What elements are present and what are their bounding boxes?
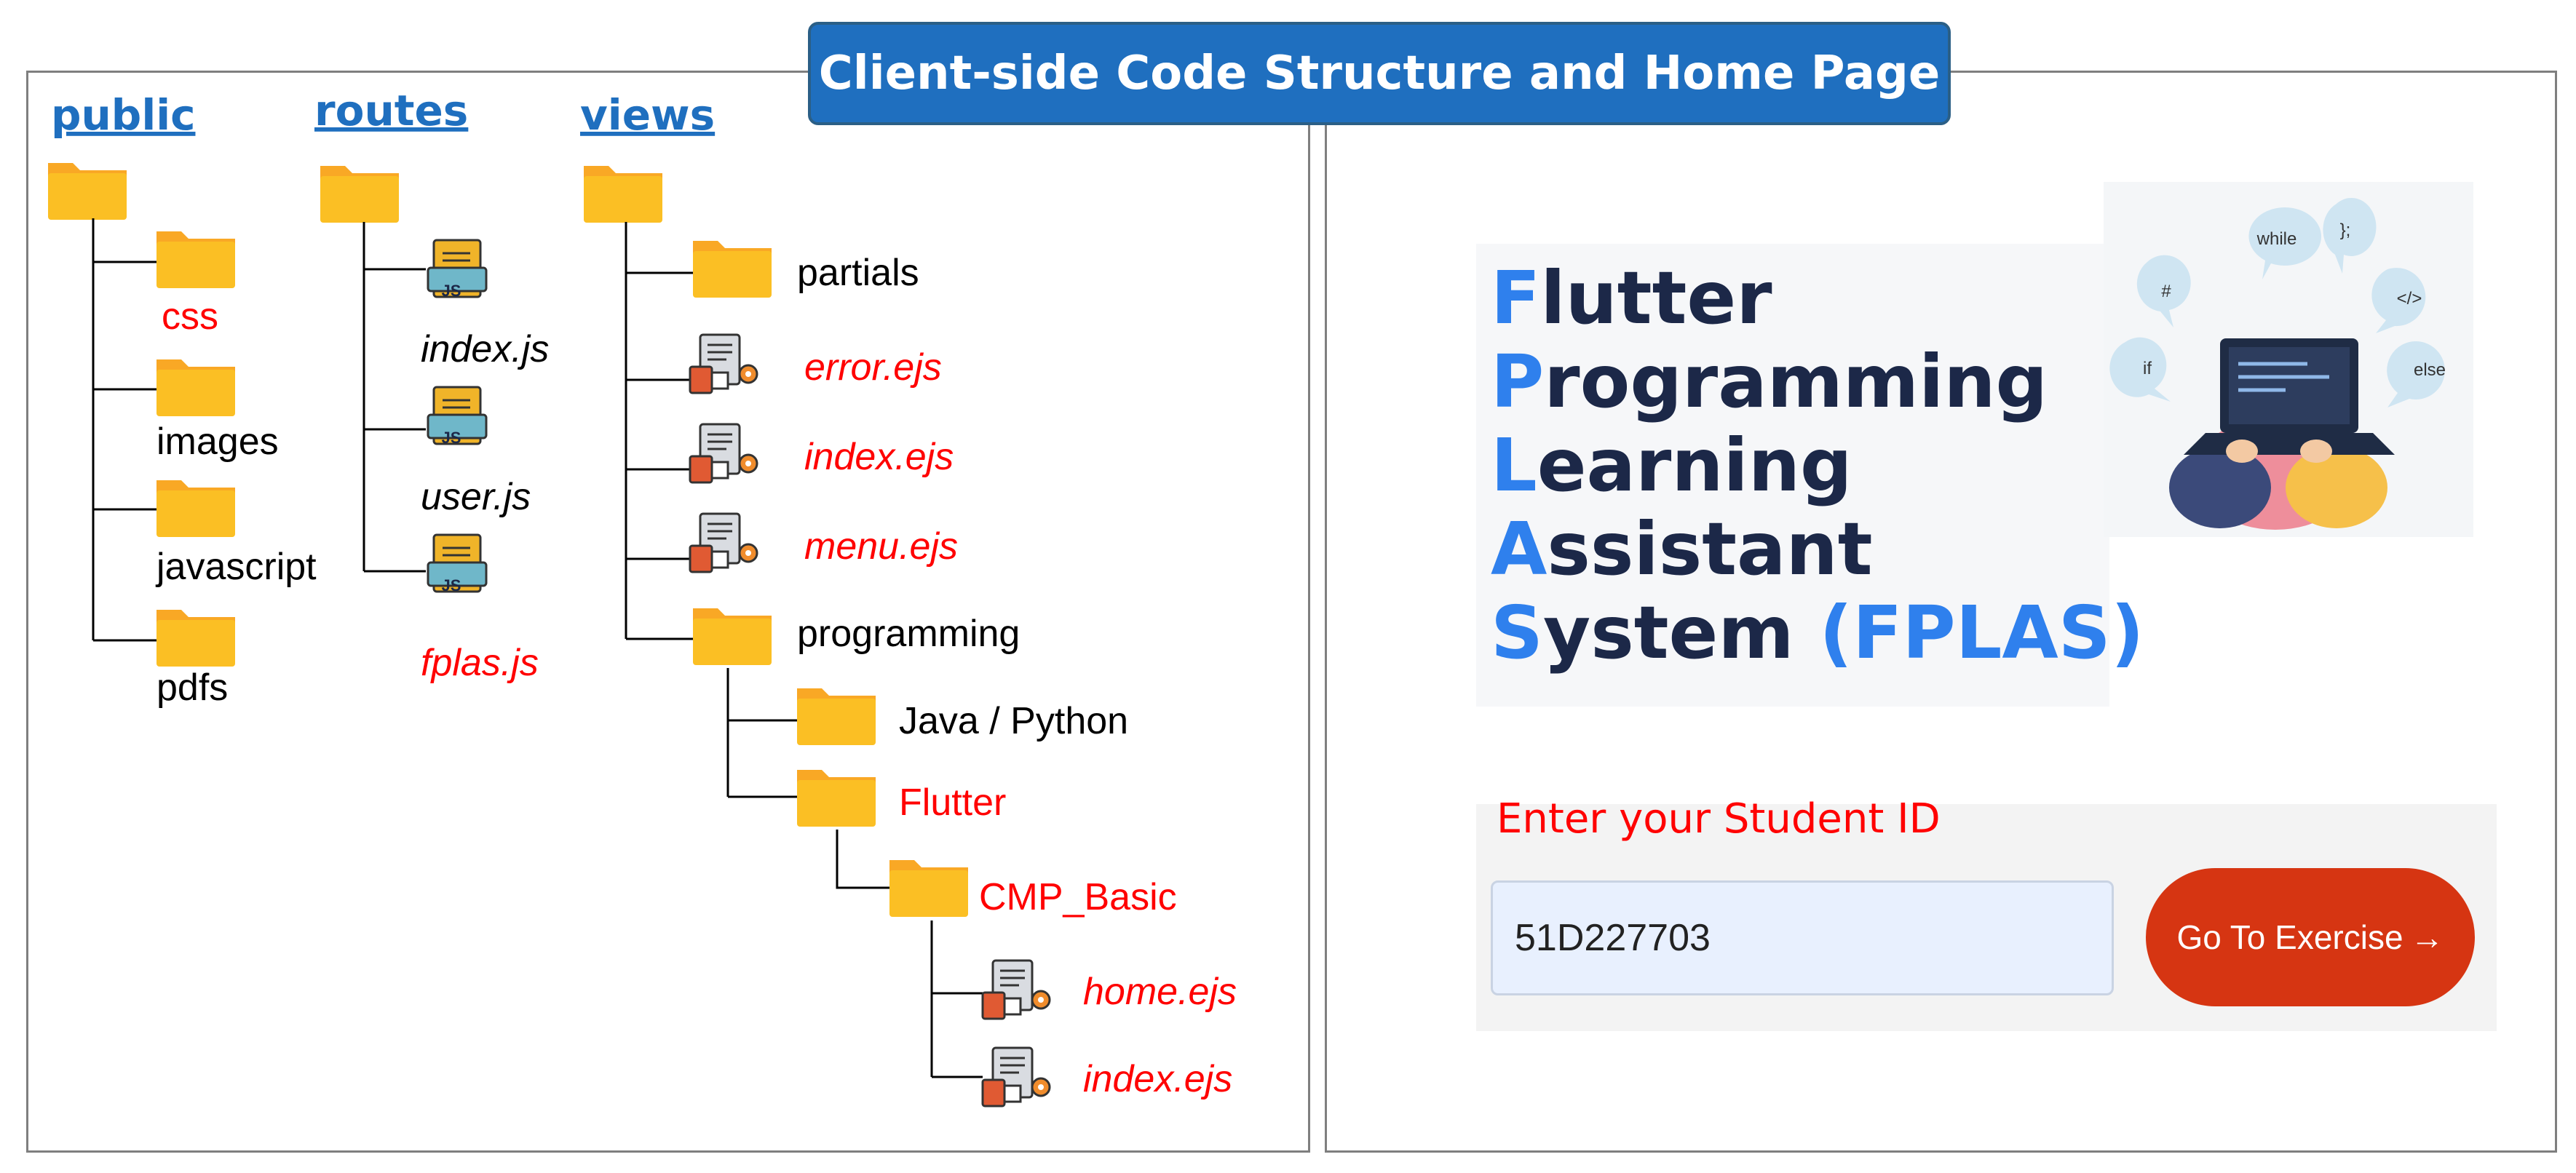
flutter-folder-icon [797, 770, 876, 827]
svg-text:JS: JS [442, 429, 461, 447]
fplas-js-label: fplas.js [421, 642, 539, 684]
views-folder-icon [584, 166, 662, 223]
partials-folder-label: partials [797, 252, 919, 294]
pdfs-folder-icon [156, 610, 235, 667]
menu-ejs-file-icon [689, 512, 758, 573]
cmp-index-ejs-label: index.ejs [1083, 1058, 1232, 1100]
java-python-folder-label: Java / Python [899, 700, 1128, 742]
svg-text:#: # [2161, 282, 2171, 301]
pdfs-folder-label: pdfs [156, 667, 228, 709]
menu-ejs-label: menu.ejs [804, 525, 958, 568]
user-js-label: user.js [421, 476, 531, 518]
student-id-input[interactable]: 51D227703 [1491, 880, 2114, 995]
svg-text:while: while [2256, 229, 2297, 249]
flutter-folder-label: Flutter [899, 782, 1006, 824]
coding-laptop-illustration: while }; # </> if else [2104, 182, 2473, 537]
index-ejs-label: index.ejs [804, 436, 954, 478]
laptop-illustration-icon: while }; # </> if else [2109, 197, 2446, 530]
routes-header: routes [314, 86, 468, 135]
index-js-label: index.js [421, 328, 549, 370]
code-structure-panel [26, 71, 1310, 1153]
cmp-basic-folder-label: CMP_Basic [979, 876, 1177, 918]
svg-text:else: else [2414, 360, 2446, 380]
images-folder-label: images [156, 421, 279, 463]
home-ejs-file-icon [981, 959, 1051, 1020]
public-header: public [51, 90, 195, 140]
views-header: views [580, 90, 715, 140]
title-line-flutter: Flutter [1491, 255, 1772, 341]
title-line-programming: Programming [1491, 339, 2048, 424]
css-folder-label: css [162, 295, 218, 338]
svg-text:};: }; [2340, 220, 2351, 240]
home-ejs-label: home.ejs [1083, 971, 1237, 1013]
images-folder-icon [156, 359, 235, 416]
arrow-right-icon: → [2410, 918, 2444, 956]
javascript-folder-icon [156, 480, 235, 537]
css-folder-icon [156, 231, 235, 288]
fplas-title-block [1476, 244, 2109, 707]
routes-folder-icon [320, 166, 399, 223]
folder-tree-diagram: public routes views css images javascrip… [48, 86, 1237, 1108]
java-python-folder-icon [797, 688, 876, 745]
title-line-assistant: Assistant [1491, 506, 1873, 592]
title-line-learning: Learning [1491, 423, 1852, 508]
student-id-label: Enter your Student ID [1497, 795, 1941, 843]
svg-text:JS: JS [442, 282, 461, 300]
error-ejs-label: error.ejs [804, 346, 942, 389]
go-to-exercise-label: Go To Exercise [2176, 918, 2403, 956]
index-ejs-file-icon [689, 423, 758, 484]
svg-text:</>: </> [2397, 289, 2422, 309]
public-folder-icon [48, 163, 127, 220]
error-ejs-file-icon [689, 333, 758, 394]
title-line-system: System (FPLAS) [1491, 590, 2144, 675]
svg-text:JS: JS [442, 576, 461, 595]
cmp-basic-folder-icon [889, 860, 968, 917]
partials-folder-icon [693, 241, 772, 298]
cmp-index-ejs-file-icon [981, 1046, 1051, 1108]
programming-folder-label: programming [797, 613, 1020, 655]
banner-title: Client-side Code Structure and Home Page [808, 22, 1951, 125]
go-to-exercise-button[interactable]: Go To Exercise → [2146, 868, 2475, 1006]
svg-text:if: if [2143, 359, 2152, 378]
programming-folder-icon [693, 608, 772, 665]
javascript-folder-label: javascript [155, 546, 317, 588]
